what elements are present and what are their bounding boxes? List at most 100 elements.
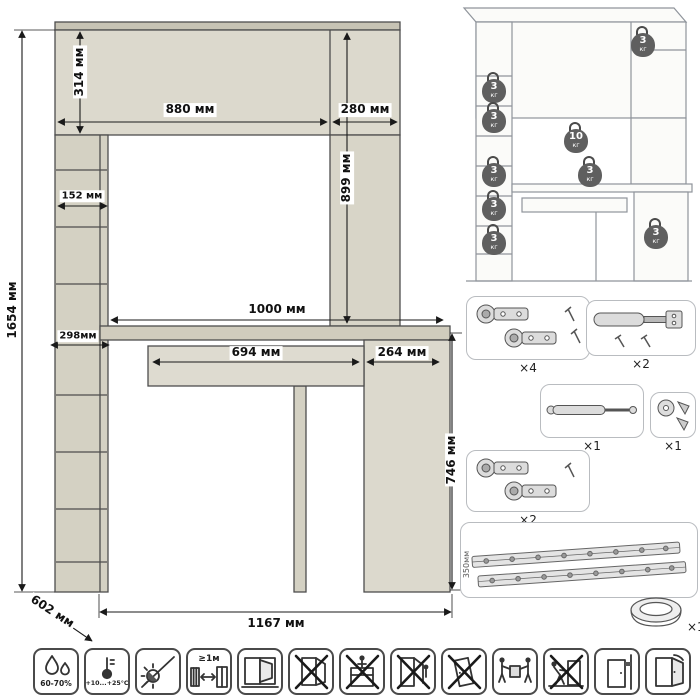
- gas-lift-qty: ×1: [583, 439, 601, 453]
- dim-upper-shelf-depth: 152 мм: [59, 190, 105, 202]
- kettlebell-handle-icon: [487, 190, 499, 199]
- water-drops-icon: [45, 655, 70, 676]
- weight-value: 3: [490, 81, 498, 92]
- humidity-label: 60-70%: [40, 679, 72, 689]
- figure-on-door-x-icon: [396, 654, 431, 689]
- weight-unit: кг: [572, 141, 580, 149]
- ventilation-icon: [237, 648, 283, 695]
- kettlebell-handle-icon: [569, 122, 581, 131]
- no-tip-icon: [441, 648, 487, 695]
- kettlebell-handle-icon: [583, 156, 595, 165]
- weight-unit: кг: [639, 45, 647, 53]
- two-people-carry-icon: [498, 656, 532, 683]
- kettlebell-handle-icon: [487, 156, 499, 165]
- weight-value: 3: [490, 165, 498, 176]
- weight-value: 3: [639, 35, 647, 46]
- hardware-hinges-bottom: ×2: [466, 450, 590, 527]
- fittings-icon: [657, 399, 690, 432]
- kettlebell-handle-icon: [487, 102, 499, 111]
- desk-drawing-svg: [14, 21, 462, 642]
- no-hang-on-door-icon: [288, 648, 334, 695]
- kettlebell-handle-icon: [649, 218, 661, 227]
- weight-value: 3: [586, 165, 594, 176]
- hardware-drawer-slides: 350мм: [460, 522, 698, 598]
- radiator-cabinet-icon: [190, 665, 228, 688]
- open-door-icon: [645, 648, 691, 695]
- weight-unit: кг: [490, 243, 498, 251]
- temperature-label: +10...+25°C: [85, 679, 129, 687]
- carry-two-person-icon: [492, 648, 538, 695]
- dimension-drawing: 1654 мм 314 мм 880 мм 280 мм 899 мм 152 …: [5, 21, 462, 642]
- weight-value: 3: [490, 233, 498, 244]
- open-window-icon: [241, 656, 279, 688]
- figure-on-cabinet-x-icon: [345, 654, 380, 689]
- slide-length-label: 350мм: [462, 550, 472, 579]
- kettlebell-handle-icon: [487, 72, 499, 81]
- dim-total-height: 1654 мм: [5, 279, 20, 341]
- dampers-qty: ×2: [632, 357, 650, 371]
- temperature-icon: +10...+25°C: [84, 648, 130, 695]
- hardware-hinges-top: ×4: [466, 296, 590, 375]
- dim-lower-shelf-depth: 298мм: [57, 330, 99, 342]
- hardware-fittings: ×1: [650, 392, 696, 453]
- dim-total-width: 1167 мм: [245, 616, 307, 631]
- hardware-dampers: ×2: [586, 300, 696, 371]
- hardware-grommet: ×1: [628, 594, 700, 634]
- weight-value: 3: [652, 227, 660, 238]
- dim-desktop-width: 1000 мм: [246, 302, 308, 317]
- weight-value: 10: [569, 131, 583, 142]
- weight-unit: кг: [490, 91, 498, 99]
- dim-drawer-width: 694 мм: [229, 345, 283, 360]
- dim-hutch-width: 880 мм: [163, 102, 217, 117]
- dim-hutch-side-width: 280 мм: [338, 102, 392, 117]
- humidity-icon: 60-70%: [33, 648, 79, 695]
- weight-value: 3: [490, 199, 498, 210]
- hinges-top-qty: ×4: [519, 361, 537, 375]
- no-climb-icon: [339, 648, 385, 695]
- dim-hutch-to-desk: 899 мм: [339, 151, 354, 205]
- grommet-bowl-icon: [630, 597, 682, 627]
- heat-distance-icon: ≥1м: [186, 648, 232, 695]
- weight-unit: кг: [490, 175, 498, 183]
- weight-unit: кг: [490, 209, 498, 217]
- dim-pedestal-width: 264 мм: [375, 345, 429, 360]
- weight-unit: кг: [490, 121, 498, 129]
- no-lean-on-door-icon: [390, 648, 436, 695]
- gas-lift-icon: [546, 405, 637, 415]
- thermometer-icon: [101, 656, 115, 679]
- hinge-icon: [476, 304, 581, 348]
- cabinet-wall-bracket-icon: [607, 653, 632, 690]
- tilted-cabinet-x-icon: [447, 654, 482, 689]
- weight-value: 3: [490, 111, 498, 122]
- cabinet-door-opening-icon: [655, 653, 684, 687]
- damper-icon: [593, 310, 683, 348]
- cabinet-open-door-x-icon: [294, 654, 329, 689]
- hinge-icon: [476, 458, 575, 501]
- figure-pushing-cabinet-x-icon: [548, 654, 584, 689]
- dim-hutch-height: 314 мм: [72, 45, 87, 99]
- heat-distance-label: ≥1м: [198, 653, 220, 664]
- dim-desk-height: 746 мм: [444, 433, 459, 487]
- hardware-gas-lift: ×1: [540, 384, 644, 453]
- care-instructions-row: 60-70% +10...+25°C ≥1м: [33, 648, 691, 695]
- sun-shade-icon: [140, 655, 175, 689]
- grommet-qty: ×1: [687, 619, 700, 634]
